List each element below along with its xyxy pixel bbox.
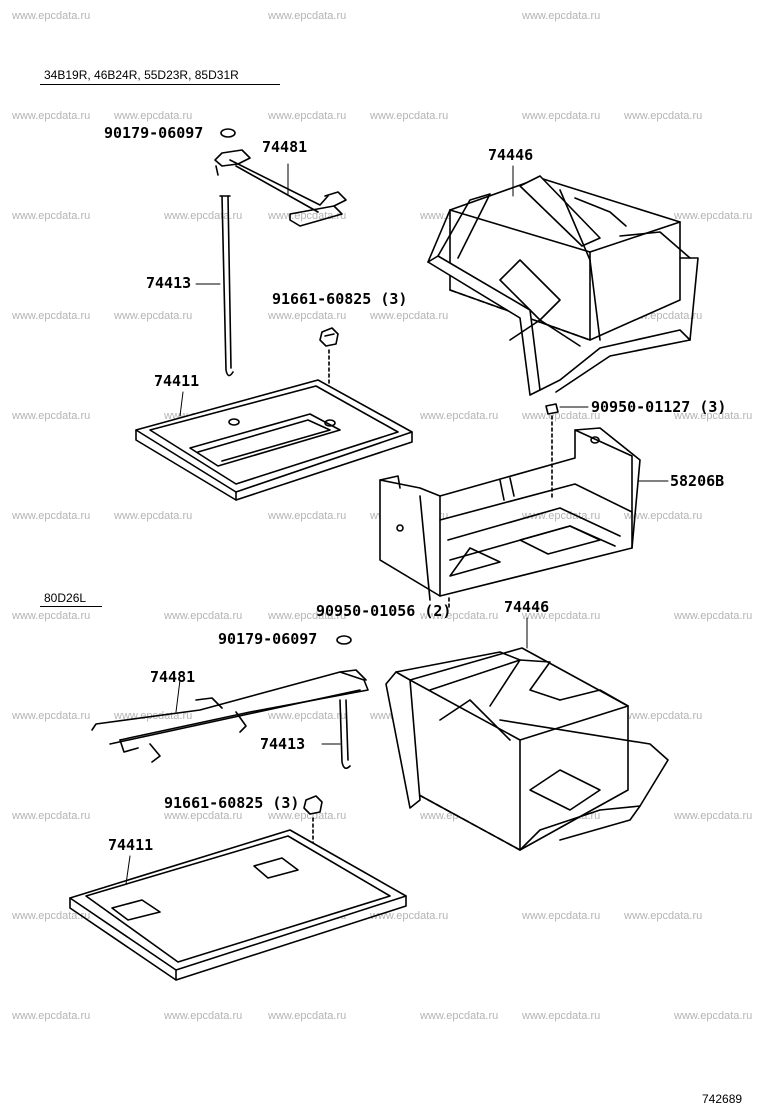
watermark-text: www.epcdata.ru xyxy=(674,1010,753,1022)
watermark-text: www.epcdata.ru xyxy=(370,110,449,122)
tray-bottom xyxy=(70,830,406,980)
watermark-text: www.epcdata.ru xyxy=(114,510,193,522)
watermark-text: www.epcdata.ru xyxy=(522,410,601,422)
cover-top xyxy=(428,176,698,395)
rod-bottom xyxy=(340,700,350,768)
watermark-text: www.epcdata.ru xyxy=(624,910,703,922)
watermark-text: www.epcdata.ru xyxy=(674,610,753,622)
part-label-tray-nut-top[interactable]: 91661-60825 (3) xyxy=(272,290,408,308)
watermark-text: www.epcdata.ru xyxy=(12,510,91,522)
watermark-text: www.epcdata.ru xyxy=(268,510,347,522)
part-label-rod-top[interactable]: 74413 xyxy=(146,274,192,292)
clamp-nut-top-shape xyxy=(221,129,235,137)
watermark-text: www.epcdata.ru xyxy=(164,1010,243,1022)
watermark-text: www.epcdata.ru xyxy=(420,610,499,622)
diagram-id: 742689 xyxy=(702,1092,743,1106)
watermark-text: www.epcdata.ru xyxy=(624,710,703,722)
part-label-cover-bottom[interactable]: 74446 xyxy=(504,598,550,616)
watermark-text: www.epcdata.ru xyxy=(12,10,91,22)
watermark-text: www.epcdata.ru xyxy=(114,110,193,122)
clamp-bottom xyxy=(92,670,368,762)
watermark-text: www.epcdata.ru xyxy=(420,410,499,422)
watermark-text: www.epcdata.ru xyxy=(268,1010,347,1022)
carrier xyxy=(380,428,640,600)
watermark-text: www.epcdata.ru xyxy=(12,110,91,122)
part-label-clamp-nut-top[interactable]: 90179-06097 xyxy=(104,124,204,142)
section-header-top: 34B19R, 46B24R, 55D23R, 85D31R xyxy=(44,68,239,82)
watermark-text: www.epcdata.ru xyxy=(12,810,91,822)
watermark-text: www.epcdata.ru xyxy=(268,710,347,722)
part-label-tray-top[interactable]: 74411 xyxy=(154,372,200,390)
watermark-text: www.epcdata.ru xyxy=(114,310,193,322)
tray-nut-top xyxy=(320,328,338,346)
watermark-text: www.epcdata.ru xyxy=(12,710,91,722)
watermark-text: www.epcdata.ru xyxy=(624,510,703,522)
watermark-text: www.epcdata.ru xyxy=(268,610,347,622)
watermark-text: www.epcdata.ru xyxy=(12,910,91,922)
watermark-text: www.epcdata.ru xyxy=(268,10,347,22)
part-label-cover-top[interactable]: 74446 xyxy=(488,146,534,164)
clamp-top xyxy=(215,150,346,226)
rod-top xyxy=(220,196,233,376)
watermark-text: www.epcdata.ru xyxy=(674,210,753,222)
watermark-text: www.epcdata.ru xyxy=(12,1010,91,1022)
watermark-text: www.epcdata.ru xyxy=(268,310,347,322)
part-label-bolt-lower[interactable]: 90950-01056 (2) xyxy=(316,602,452,620)
watermark-text: www.epcdata.ru xyxy=(370,910,449,922)
clamp-nut-bottom-shape xyxy=(337,636,351,644)
section-header-top-underline xyxy=(40,84,280,85)
part-label-carrier[interactable]: 58206B xyxy=(670,472,725,490)
leader-lines xyxy=(126,164,668,884)
part-label-clamp-bottom[interactable]: 74481 xyxy=(150,668,196,686)
part-label-tray-nut-bottom[interactable]: 91661-60825 (3) xyxy=(164,794,300,812)
part-label-bolt-upper[interactable]: 90950-01127 (3) xyxy=(591,398,727,416)
watermark-text: www.epcdata.ru xyxy=(12,410,91,422)
watermark-text: www.epcdata.ru xyxy=(164,610,243,622)
part-label-tray-bottom[interactable]: 74411 xyxy=(108,836,154,854)
watermark-text: www.epcdata.ru xyxy=(12,210,91,222)
watermark-text: www.epcdata.ru xyxy=(522,10,601,22)
watermark-text: www.epcdata.ru xyxy=(522,110,601,122)
watermark-text: www.epcdata.ru xyxy=(370,310,449,322)
watermark-text: www.epcdata.ru xyxy=(12,610,91,622)
watermark-text: www.epcdata.ru xyxy=(624,110,703,122)
watermark-text: www.epcdata.ru xyxy=(522,1010,601,1022)
section-header-bottom: 80D26L xyxy=(44,591,87,605)
part-label-rod-bottom[interactable]: 74413 xyxy=(260,735,306,753)
watermark-text: www.epcdata.ru xyxy=(522,610,601,622)
watermark-text: www.epcdata.ru xyxy=(674,810,753,822)
cover-bottom xyxy=(386,648,668,850)
watermark-text: www.epcdata.ru xyxy=(12,310,91,322)
watermark-text: www.epcdata.ru xyxy=(268,810,347,822)
tray-nut-bottom xyxy=(304,796,322,814)
watermark-text: www.epcdata.ru xyxy=(522,910,601,922)
section-header-bottom-underline xyxy=(40,606,102,607)
part-label-clamp-top[interactable]: 74481 xyxy=(262,138,308,156)
watermark-text: www.epcdata.ru xyxy=(420,1010,499,1022)
bolt-upper xyxy=(546,404,558,500)
watermark-text: www.epcdata.ru xyxy=(164,810,243,822)
part-label-clamp-nut-bottom[interactable]: 90179-06097 xyxy=(218,630,318,648)
watermark-text: www.epcdata.ru xyxy=(674,410,753,422)
watermark-text: www.epcdata.ru xyxy=(268,110,347,122)
tray-top xyxy=(136,380,412,500)
